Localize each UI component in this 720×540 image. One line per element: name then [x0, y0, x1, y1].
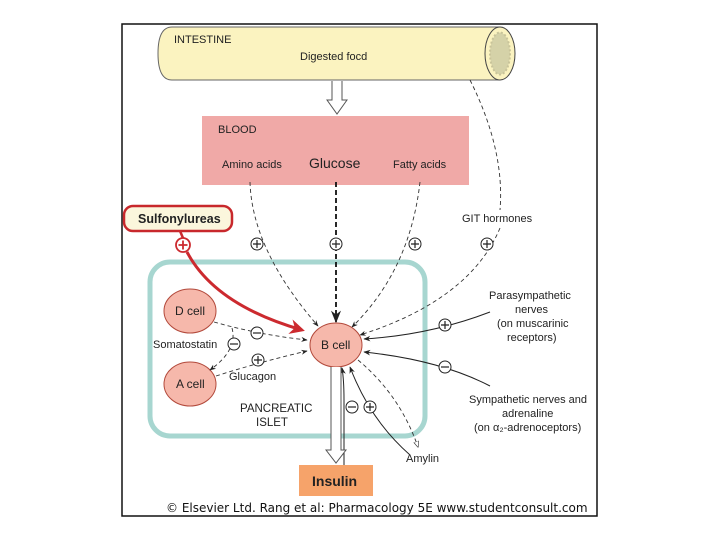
- insulin-box: Insulin: [299, 465, 373, 496]
- sulfonylureas-label: Sulfonylureas: [138, 212, 221, 226]
- somatostatin-to-b-path: [213, 321, 308, 342]
- copyright-text: © Elsevier Ltd. Rang et al: Pharmacology…: [166, 501, 588, 515]
- svg-text:B cell: B cell: [321, 338, 350, 352]
- somatostatin-label: Somatostatin: [153, 339, 217, 351]
- glucagon-path: [215, 349, 308, 377]
- blood-glucose: Glucose: [309, 155, 361, 171]
- intestine-lumen: [489, 31, 511, 76]
- svg-text:D cell: D cell: [175, 304, 205, 318]
- plus-sign-parasympathetic: [438, 318, 452, 332]
- svg-text:A cell: A cell: [176, 377, 205, 391]
- somatostatin-to-a-path: [209, 327, 234, 371]
- plus-sign-fatty: [408, 237, 422, 251]
- git-hormone-path: [359, 227, 501, 336]
- minus-sign-sympathetic: [438, 360, 452, 374]
- blood-rect: [202, 116, 469, 185]
- figure-frame: [121, 23, 598, 517]
- insulin-feedback-path: [340, 367, 346, 468]
- pancreatic-islet: [147, 259, 428, 439]
- sympathetic-label: Sympathetic nerves and adrenaline (on α₂…: [469, 394, 587, 434]
- parasympathetic-path: [363, 311, 491, 342]
- sulfonylureas-box: [122, 204, 234, 233]
- insulin-secretion-arrow: [324, 367, 348, 464]
- intestine: INTESTINE Digested focd: [157, 26, 516, 81]
- sulfonylureas: Sulfonylureas: [122, 204, 305, 334]
- a-cell: A cell: [163, 361, 217, 407]
- amino-acids-path: [249, 181, 319, 327]
- svg-text:(on muscarinic: (on muscarinic: [497, 318, 569, 330]
- svg-text:Insulin: Insulin: [312, 473, 357, 489]
- minus-sign-d-b: [250, 326, 264, 340]
- plus-sign-glucagon: [251, 353, 265, 367]
- minus-sign-d-a: [227, 337, 241, 351]
- git-hormones-label: GIT hormones: [462, 213, 533, 225]
- parasympathetic-label: Parasympathetic nerves (on muscarinic re…: [489, 290, 571, 344]
- amylin-label: Amylin: [406, 453, 439, 465]
- sulfonylureas-arrow: [185, 251, 305, 334]
- blood-amino-acids: Amino acids: [222, 159, 282, 171]
- amylin-feedback-path: [349, 366, 411, 456]
- plus-sign-amino: [250, 237, 264, 251]
- b-cell: B cell: [309, 322, 363, 368]
- svg-text:(on α₂-adrenoceptors): (on α₂-adrenoceptors): [474, 422, 581, 434]
- intestine-content: Digested focd: [300, 51, 367, 63]
- git-hormone-path-upper: [469, 79, 502, 211]
- svg-text:Parasympathetic: Parasympathetic: [489, 290, 571, 302]
- plus-sign-amylin-feedback: [363, 400, 377, 414]
- minus-sign-insulin-feedback: [345, 400, 359, 414]
- islet-label-line1: PANCREATIC: [240, 403, 312, 415]
- blood-fatty-acids: Fatty acids: [393, 159, 447, 171]
- svg-text:adrenaline: adrenaline: [502, 408, 553, 420]
- intestine-title: INTESTINE: [174, 34, 231, 46]
- svg-text:Sympathetic nerves and: Sympathetic nerves and: [469, 394, 587, 406]
- blood-title: BLOOD: [218, 124, 257, 136]
- blood-box: BLOOD Amino acids Glucose Fatty acids: [202, 116, 469, 185]
- svg-text:receptors): receptors): [507, 332, 557, 344]
- plus-sign-glucose: [329, 237, 343, 251]
- islet-label-line2: ISLET: [256, 417, 288, 429]
- svg-text:nerves: nerves: [515, 304, 549, 316]
- sympathetic-path: [363, 349, 491, 387]
- glucagon-label: Glucagon: [229, 371, 276, 383]
- d-cell: D cell: [163, 288, 217, 334]
- intestine-tube: [157, 26, 501, 81]
- plus-sign-git: [480, 237, 494, 251]
- sulfonylureas-plus-icon: [175, 237, 191, 253]
- absorption-arrow: [326, 81, 348, 115]
